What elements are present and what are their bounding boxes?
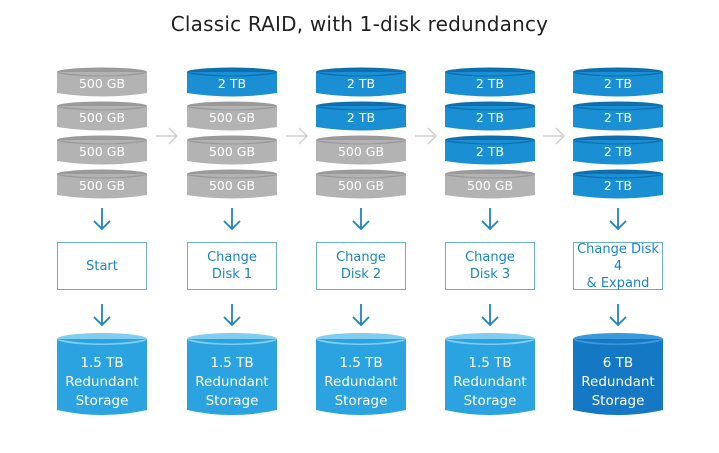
down-arrow-icon [222, 303, 242, 331]
disk-label: 2 TB [475, 76, 505, 91]
disk-label: 2 TB [603, 76, 633, 91]
disk-2tb: 2 TB [316, 101, 406, 131]
disk-label: 2 TB [603, 110, 633, 125]
disk-label: 500 GB [337, 144, 385, 159]
disk-500gb: 500 GB [445, 169, 535, 199]
disk-500gb: 500 GB [316, 169, 406, 199]
right-arrow-icon [414, 126, 438, 150]
redundant-storage-cylinder: 1.5 TB Redundant Storage [187, 332, 277, 418]
right-arrow-icon [155, 126, 179, 150]
disk-label: 500 GB [208, 110, 256, 125]
disk-2tb: 2 TB [187, 67, 277, 97]
disk-label: 2 TB [475, 110, 505, 125]
step-box: Change Disk 1 [187, 242, 277, 290]
down-arrow-icon [480, 303, 500, 331]
disk-2tb: 2 TB [445, 101, 535, 131]
disk-500gb: 500 GB [316, 135, 406, 165]
disk-2tb: 2 TB [445, 135, 535, 165]
disk-500gb: 500 GB [57, 169, 147, 199]
storage-label: 1.5 TB Redundant Storage [65, 355, 139, 409]
right-arrow-icon [542, 126, 566, 150]
storage-label: 1.5 TB Redundant Storage [324, 355, 398, 409]
step-box: Change Disk 3 [445, 242, 535, 290]
disk-label: 2 TB [346, 76, 376, 91]
disk-2tb: 2 TB [316, 67, 406, 97]
disk-label: 500 GB [337, 178, 385, 193]
storage-label: 1.5 TB Redundant Storage [195, 355, 269, 409]
disk-label: 2 TB [475, 144, 505, 159]
down-arrow-icon [92, 207, 112, 235]
disk-2tb: 2 TB [573, 169, 663, 199]
redundant-storage-cylinder: 6 TB Redundant Storage [573, 332, 663, 418]
disk-500gb: 500 GB [187, 169, 277, 199]
disk-2tb: 2 TB [445, 67, 535, 97]
redundant-storage-cylinder: 1.5 TB Redundant Storage [316, 332, 406, 418]
step-box: Change Disk 2 [316, 242, 406, 290]
disk-label: 2 TB [217, 76, 247, 91]
disk-label: 500 GB [78, 110, 126, 125]
disk-label: 500 GB [78, 144, 126, 159]
disk-label: 500 GB [78, 178, 126, 193]
disk-500gb: 500 GB [57, 101, 147, 131]
storage-label: 1.5 TB Redundant Storage [453, 355, 527, 409]
step-box: Change Disk 4 & Expand [573, 242, 663, 291]
disk-label: 2 TB [603, 144, 633, 159]
disk-label: 2 TB [603, 178, 633, 193]
redundant-storage-cylinder: 1.5 TB Redundant Storage [57, 332, 147, 418]
redundant-storage-cylinder: 1.5 TB Redundant Storage [445, 332, 535, 418]
disk-label: 500 GB [466, 178, 514, 193]
disk-500gb: 500 GB [57, 135, 147, 165]
disk-label: 500 GB [208, 144, 256, 159]
down-arrow-icon [480, 207, 500, 235]
disk-500gb: 500 GB [187, 135, 277, 165]
down-arrow-icon [351, 207, 371, 235]
storage-label: 6 TB Redundant Storage [581, 355, 655, 409]
down-arrow-icon [608, 207, 628, 235]
disk-500gb: 500 GB [187, 101, 277, 131]
disk-2tb: 2 TB [573, 101, 663, 131]
down-arrow-icon [608, 303, 628, 331]
step-box: Start [57, 242, 147, 290]
down-arrow-icon [351, 303, 371, 331]
disk-label: 2 TB [346, 110, 376, 125]
disk-2tb: 2 TB [573, 135, 663, 165]
down-arrow-icon [222, 207, 242, 235]
right-arrow-icon [285, 126, 309, 150]
down-arrow-icon [92, 303, 112, 331]
disk-label: 500 GB [78, 76, 126, 91]
disk-500gb: 500 GB [57, 67, 147, 97]
disk-2tb: 2 TB [573, 67, 663, 97]
disk-label: 500 GB [208, 178, 256, 193]
diagram-title: Classic RAID, with 1-disk redundancy [170, 12, 549, 36]
